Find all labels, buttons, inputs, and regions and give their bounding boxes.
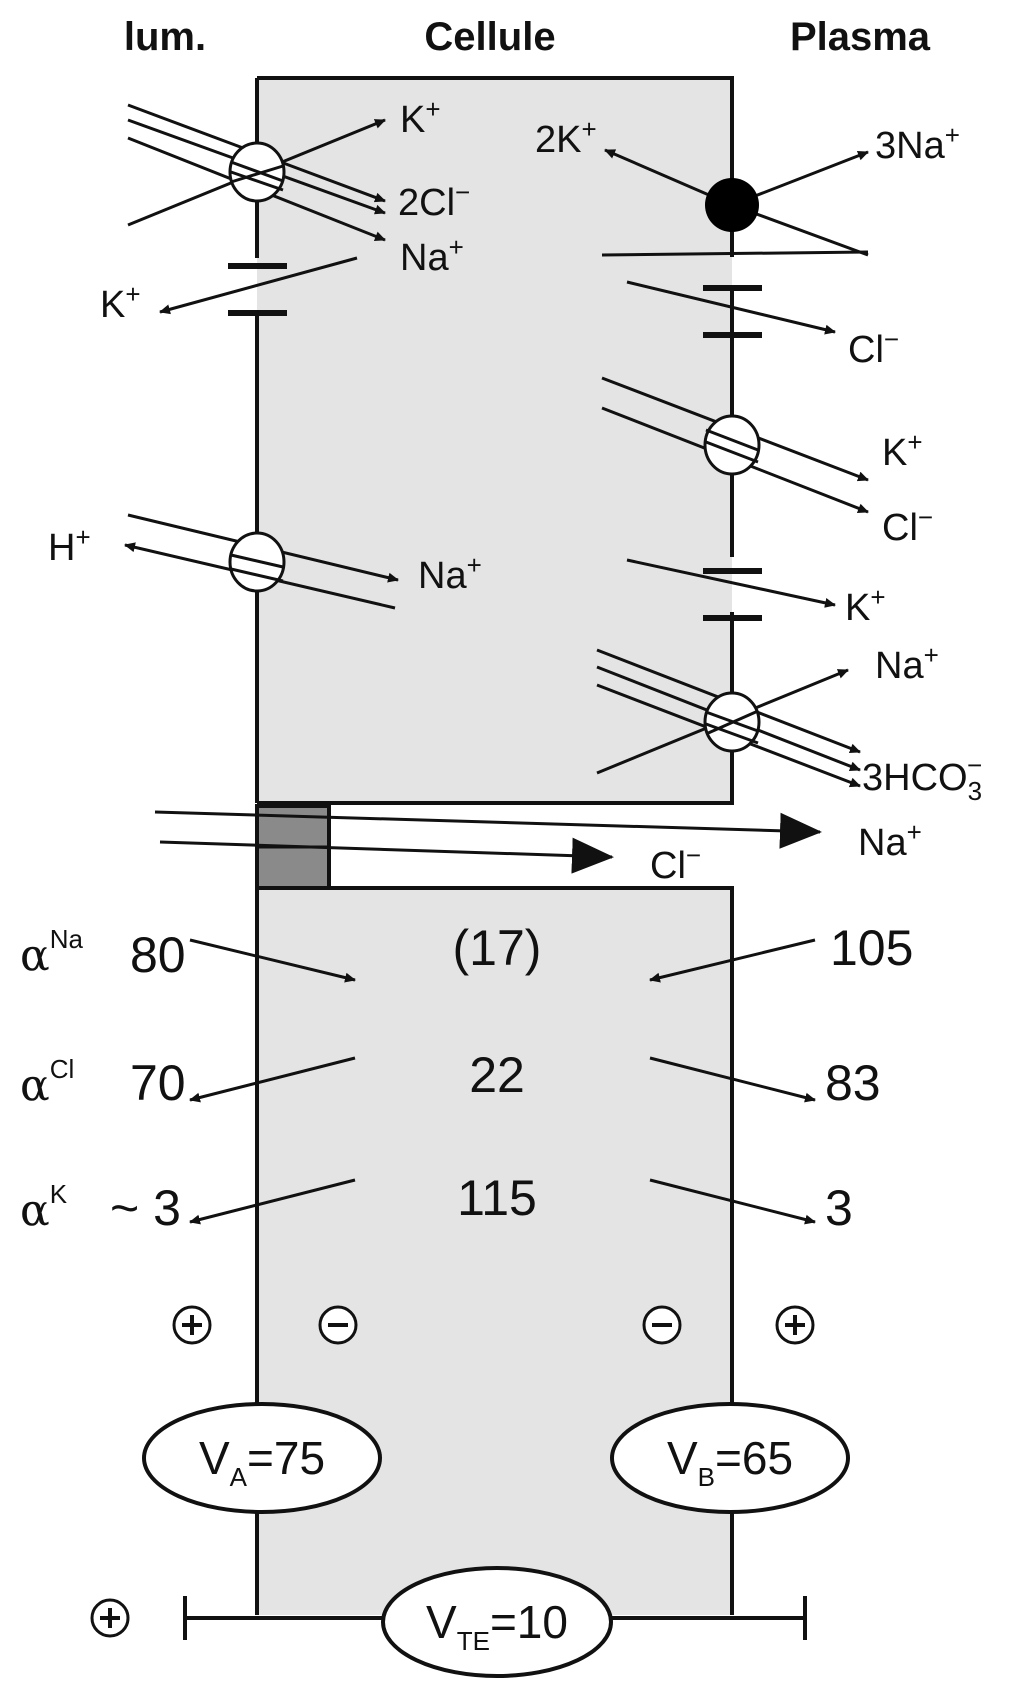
plasma-na-activity: 105 <box>830 920 913 976</box>
lumen-plus-sign <box>172 1305 212 1345</box>
lower-cell-wall-right <box>257 886 734 1615</box>
lumen-header: lum. <box>124 15 206 59</box>
lumen-k-activity: ~ 3 <box>110 1180 181 1236</box>
nhe-h-label: H+ <box>48 522 91 569</box>
na-plasma-to-cell-arrow <box>649 938 816 983</box>
alpha-na-symbol: αNa <box>20 924 83 981</box>
kcl-k-label: K+ <box>882 427 923 474</box>
nkcc-carrier-line-3 <box>230 164 284 184</box>
baso-cl-label: Cl− <box>848 324 899 371</box>
basolateral-na-k-pump <box>601 148 869 257</box>
nkcc-2cl-label: 2Cl− <box>398 177 470 224</box>
upper-cell-body <box>257 78 732 803</box>
apical-minus-sign <box>318 1305 358 1345</box>
plasma-cl-activity: 83 <box>825 1055 881 1111</box>
plasma-header: Plasma <box>790 15 931 59</box>
apical-k-efflux-arrow <box>159 256 358 315</box>
basolateral-kcl-cotransporter <box>601 376 869 514</box>
nhe-na-label: Na+ <box>418 550 482 597</box>
baso-k-efflux-arrow <box>626 558 836 608</box>
cl-cell-to-plasma-arrow <box>649 1056 816 1103</box>
nkcc-k-label: K+ <box>400 94 441 141</box>
nkcc-carrier-line-2 <box>230 170 284 192</box>
k-cell-to-plasma-arrow <box>649 1178 816 1225</box>
baso-k-label: K+ <box>845 582 886 629</box>
baso-cl-efflux-arrow <box>626 280 836 335</box>
pump-3na-tail <box>601 250 869 257</box>
kcl-carrier-circle <box>703 414 761 476</box>
alpha-cl-symbol: αCl <box>20 1054 74 1111</box>
svg-text:VA=75: VA=75 <box>199 1432 325 1492</box>
upper-cell-basolateral-wall-low <box>257 612 734 805</box>
pump-solid-dot <box>705 178 759 232</box>
nbc-hco3-label: 3HCO3− <box>862 750 982 806</box>
nhe-carrier-line-2 <box>230 567 284 583</box>
apical-nkcc-cotransporter <box>127 103 386 242</box>
nhe-carrier-line-1 <box>230 553 284 569</box>
plasma-k-activity: 3 <box>825 1180 853 1236</box>
cl-cell-to-lumen-arrow <box>189 1056 356 1103</box>
na-lumen-to-cell-arrow <box>189 938 356 983</box>
apical-nhe-exchanger <box>124 513 399 610</box>
paracellular-cl-arrow <box>159 837 614 874</box>
paracellular-pathway <box>154 810 822 874</box>
paracellular-na-arrow <box>154 810 822 849</box>
pump-2k-label: 2K+ <box>535 114 597 161</box>
paracellular-na-label: Na+ <box>858 817 922 864</box>
transepithelial-plus-sign <box>90 1598 130 1638</box>
lower-cell-body <box>257 888 732 1615</box>
pump-3na-label: 3Na+ <box>875 120 960 167</box>
kcl-cl-label: Cl− <box>882 502 933 549</box>
svg-text:VB=65: VB=65 <box>667 1432 793 1492</box>
kcl-carrier-line-2 <box>705 440 759 464</box>
alpha-k-symbol: αK <box>20 1179 68 1236</box>
cell-header: Cellule <box>424 15 555 59</box>
nkcc-na-label: Na+ <box>400 232 464 279</box>
lumen-cl-activity: 70 <box>130 1055 186 1111</box>
nbc-carrier-line-2 <box>705 722 759 745</box>
apical-voltage-va: VA=75 <box>142 1402 382 1514</box>
basolateral-voltage-vb: VB=65 <box>610 1402 850 1514</box>
lumen-na-activity: 80 <box>130 927 186 983</box>
paracellular-cl-label: Cl− <box>650 840 701 887</box>
svg-text:VTE=10: VTE=10 <box>426 1596 568 1656</box>
k-cell-to-lumen-arrow <box>189 1178 356 1225</box>
basolateral-nbc-cotransporter <box>596 648 861 788</box>
cell-cl-activity: 22 <box>469 1047 525 1103</box>
transepithelial-voltage-vte: VTE=10 <box>381 1566 613 1678</box>
kcl-carrier-line-1 <box>705 428 759 452</box>
plasma-plus-sign <box>775 1305 815 1345</box>
basolateral-minus-sign <box>642 1305 682 1345</box>
cell-k-activity: 115 <box>457 1170 537 1226</box>
nbc-carrier-line-3 <box>705 709 759 736</box>
nbc-na-label: Na+ <box>875 640 939 687</box>
cell-na-activity: (17) <box>453 920 542 976</box>
nkcc-carrier-line-1 <box>230 160 284 183</box>
apical-k-efflux-label: K+ <box>100 279 141 326</box>
